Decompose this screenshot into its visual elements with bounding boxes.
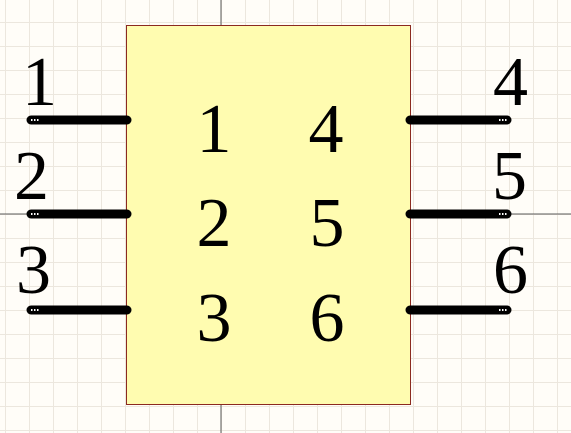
pin-1-number: 1 [22, 44, 57, 121]
pin-2[interactable]: 2 [14, 138, 132, 219]
pin-4-number: 4 [493, 44, 528, 121]
inner-label-2: 2 [197, 185, 232, 262]
inner-label-1: 1 [197, 91, 232, 168]
inner-label-4: 4 [309, 91, 344, 168]
pin-3[interactable]: 3 [16, 232, 132, 315]
inner-label-3: 3 [197, 280, 232, 357]
pin-2-number: 2 [14, 138, 49, 215]
pin-3-number: 3 [16, 232, 51, 309]
inner-label-5: 5 [310, 185, 345, 262]
component-body[interactable] [126, 25, 411, 405]
pin-5[interactable]: 5 [405, 138, 527, 219]
pin-5-number: 5 [492, 138, 527, 215]
pin-6-number: 6 [493, 232, 528, 309]
pin-1[interactable]: 1 [22, 44, 132, 125]
pin-6[interactable]: 6 [405, 232, 528, 315]
inner-label-6: 6 [310, 280, 345, 357]
pin-4[interactable]: 4 [405, 44, 528, 125]
